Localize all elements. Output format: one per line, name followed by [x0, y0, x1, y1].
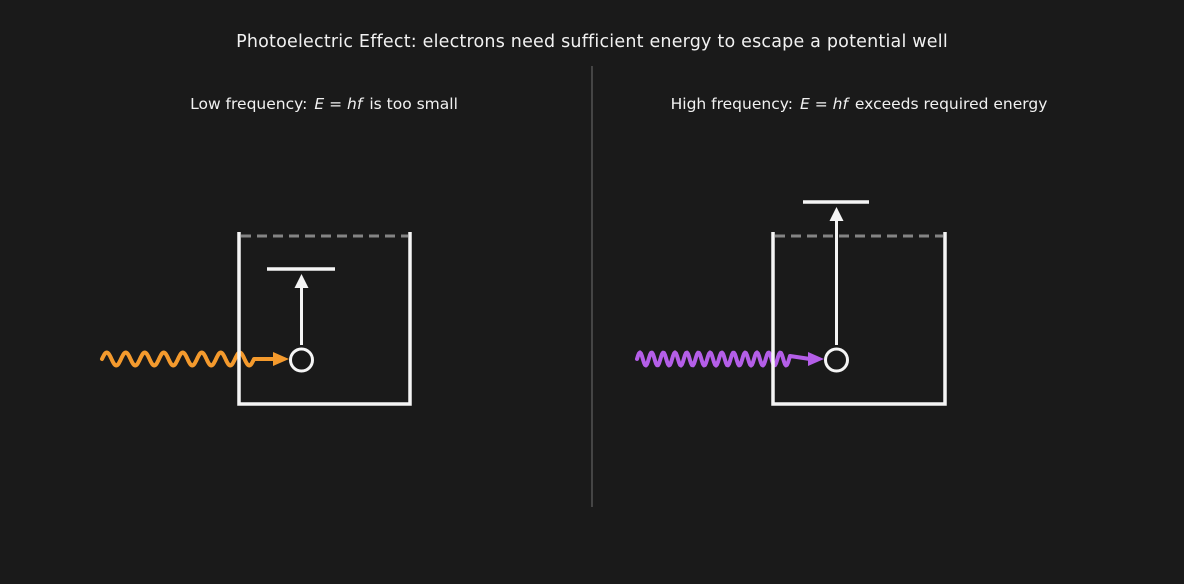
- high-frequency-photon-arrowhead: [808, 352, 824, 366]
- energy-formula: E = hf: [799, 95, 848, 113]
- high-frequency-jump-arrow-head: [829, 207, 844, 221]
- energy-formula: E = hf: [314, 95, 363, 113]
- low-frequency-subtitle: Low frequency: E = hf is too small: [190, 95, 458, 113]
- low-frequency-jump-arrow-head: [294, 274, 309, 288]
- high-frequency-subtitle: High frequency: E = hf exceeds required en…: [671, 95, 1048, 113]
- low-frequency-photon-arrowhead: [273, 352, 289, 366]
- low-frequency-electron: [289, 347, 314, 373]
- high-frequency-electron: [824, 347, 849, 373]
- high-frequency-photon-wave: [635, 350, 812, 368]
- subtitle-suffix: exceeds required energy: [854, 95, 1048, 113]
- subtitle-prefix: Low frequency:: [190, 95, 308, 113]
- subtitle-prefix: High frequency:: [670, 95, 793, 113]
- low-frequency-photon-wave: [100, 350, 277, 368]
- high-frequency-well-outline: [771, 232, 947, 406]
- figure-title: Photoelectric Effect: electrons need suf…: [236, 32, 948, 52]
- subtitle-suffix: is too small: [369, 95, 458, 113]
- low-frequency-well-outline: [237, 232, 412, 406]
